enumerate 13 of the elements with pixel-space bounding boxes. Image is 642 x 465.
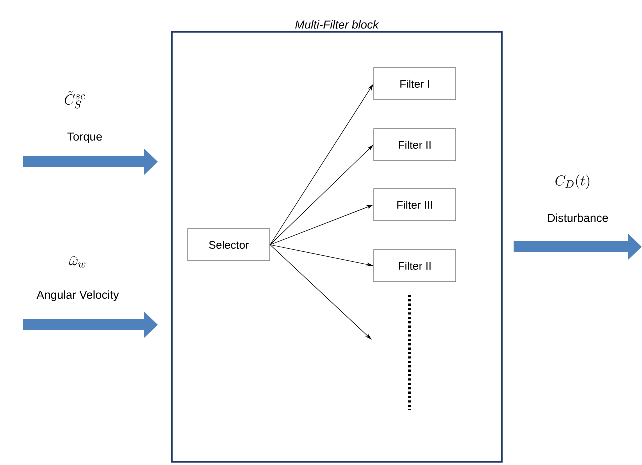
math-symbol: $C_D(t)$ [556,174,590,190]
edge-label: Angular Velocity [36,290,120,302]
edge-label: Disturbance [548,214,608,222]
math-symbol: $\tilde{C}_S^{sc}$ [64,91,86,109]
filter-box: Filter III [374,188,456,222]
filter-box: Filter II [374,128,456,162]
filter-box: Filter I [374,68,456,100]
block-frame [171,31,503,463]
filter-box: Filter II [374,250,456,282]
block-title: Multi-Filter block [296,20,380,29]
math-symbol: $\widehat{\omega}_w$ [69,256,86,268]
selector-box: Selector [188,228,270,262]
edge-label: Torque [68,132,102,144]
